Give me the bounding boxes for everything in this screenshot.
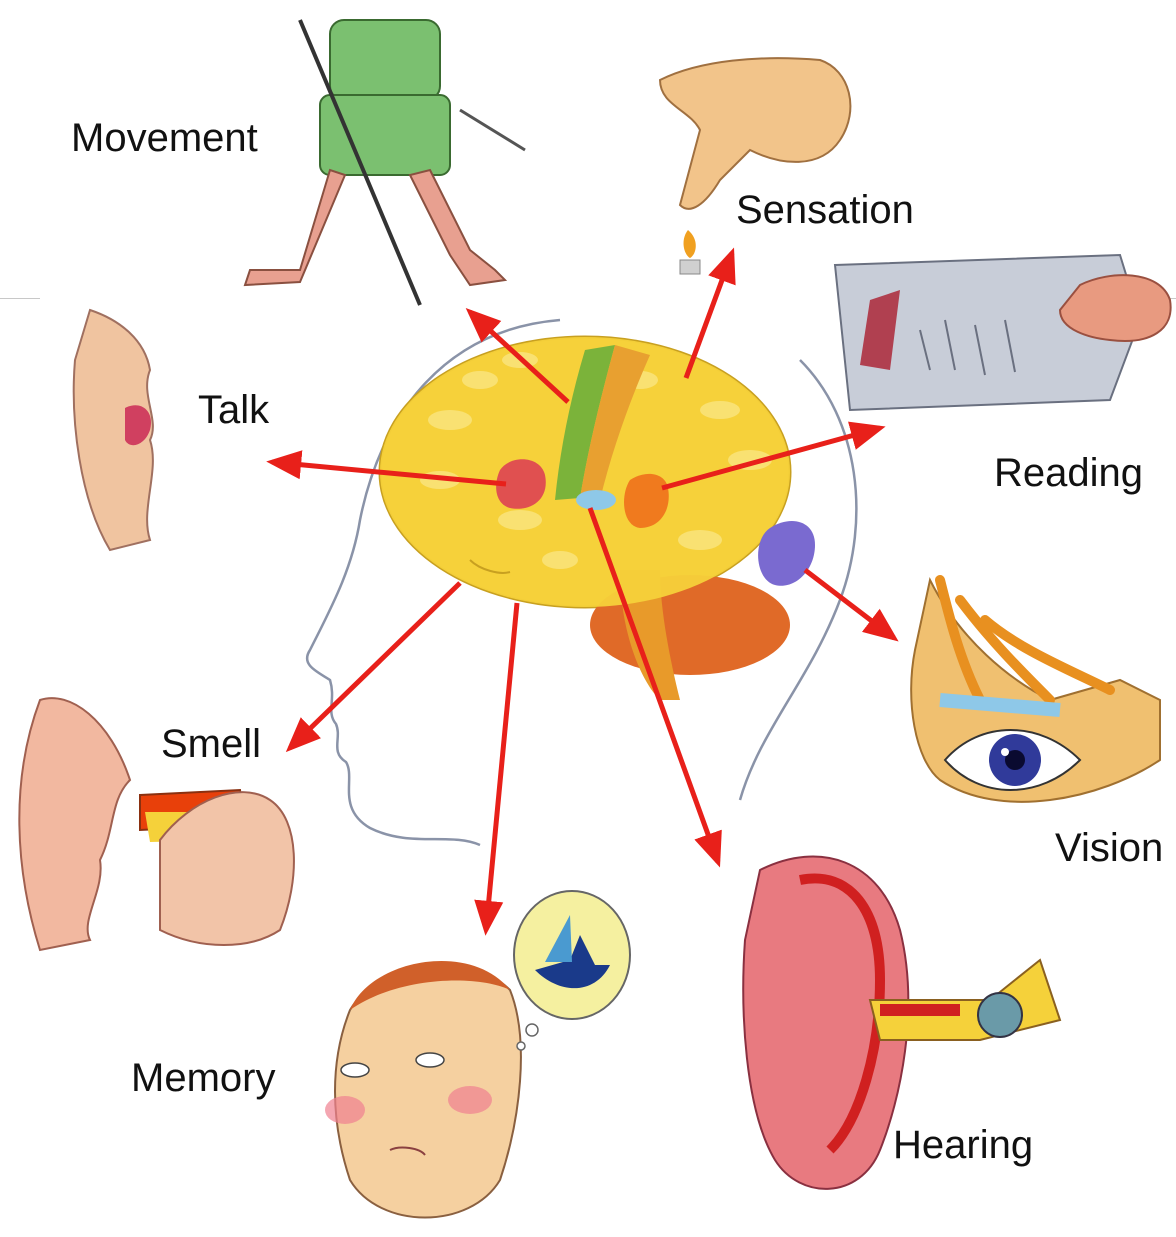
label-movement: Movement bbox=[71, 118, 258, 158]
label-hearing: Hearing bbox=[893, 1125, 1033, 1165]
pointing-finger-illustration bbox=[660, 58, 850, 274]
walking-person-illustration bbox=[245, 20, 525, 305]
eye-illustration bbox=[911, 580, 1160, 802]
reading-hand-illustration bbox=[835, 255, 1171, 410]
memory-face-illustration bbox=[325, 891, 630, 1218]
label-smell: Smell bbox=[161, 724, 261, 764]
mouth-profile-illustration bbox=[74, 310, 153, 550]
arrow-smell bbox=[290, 583, 460, 748]
arrow-vision bbox=[805, 570, 894, 638]
arrow-memory bbox=[486, 603, 517, 930]
label-talk: Talk bbox=[198, 390, 269, 430]
label-memory: Memory bbox=[131, 1058, 275, 1098]
label-vision: Vision bbox=[1055, 828, 1163, 868]
auditory-area bbox=[576, 490, 616, 510]
brain bbox=[380, 337, 815, 700]
label-sensation: Sensation bbox=[736, 190, 914, 230]
label-reading: Reading bbox=[994, 453, 1143, 493]
